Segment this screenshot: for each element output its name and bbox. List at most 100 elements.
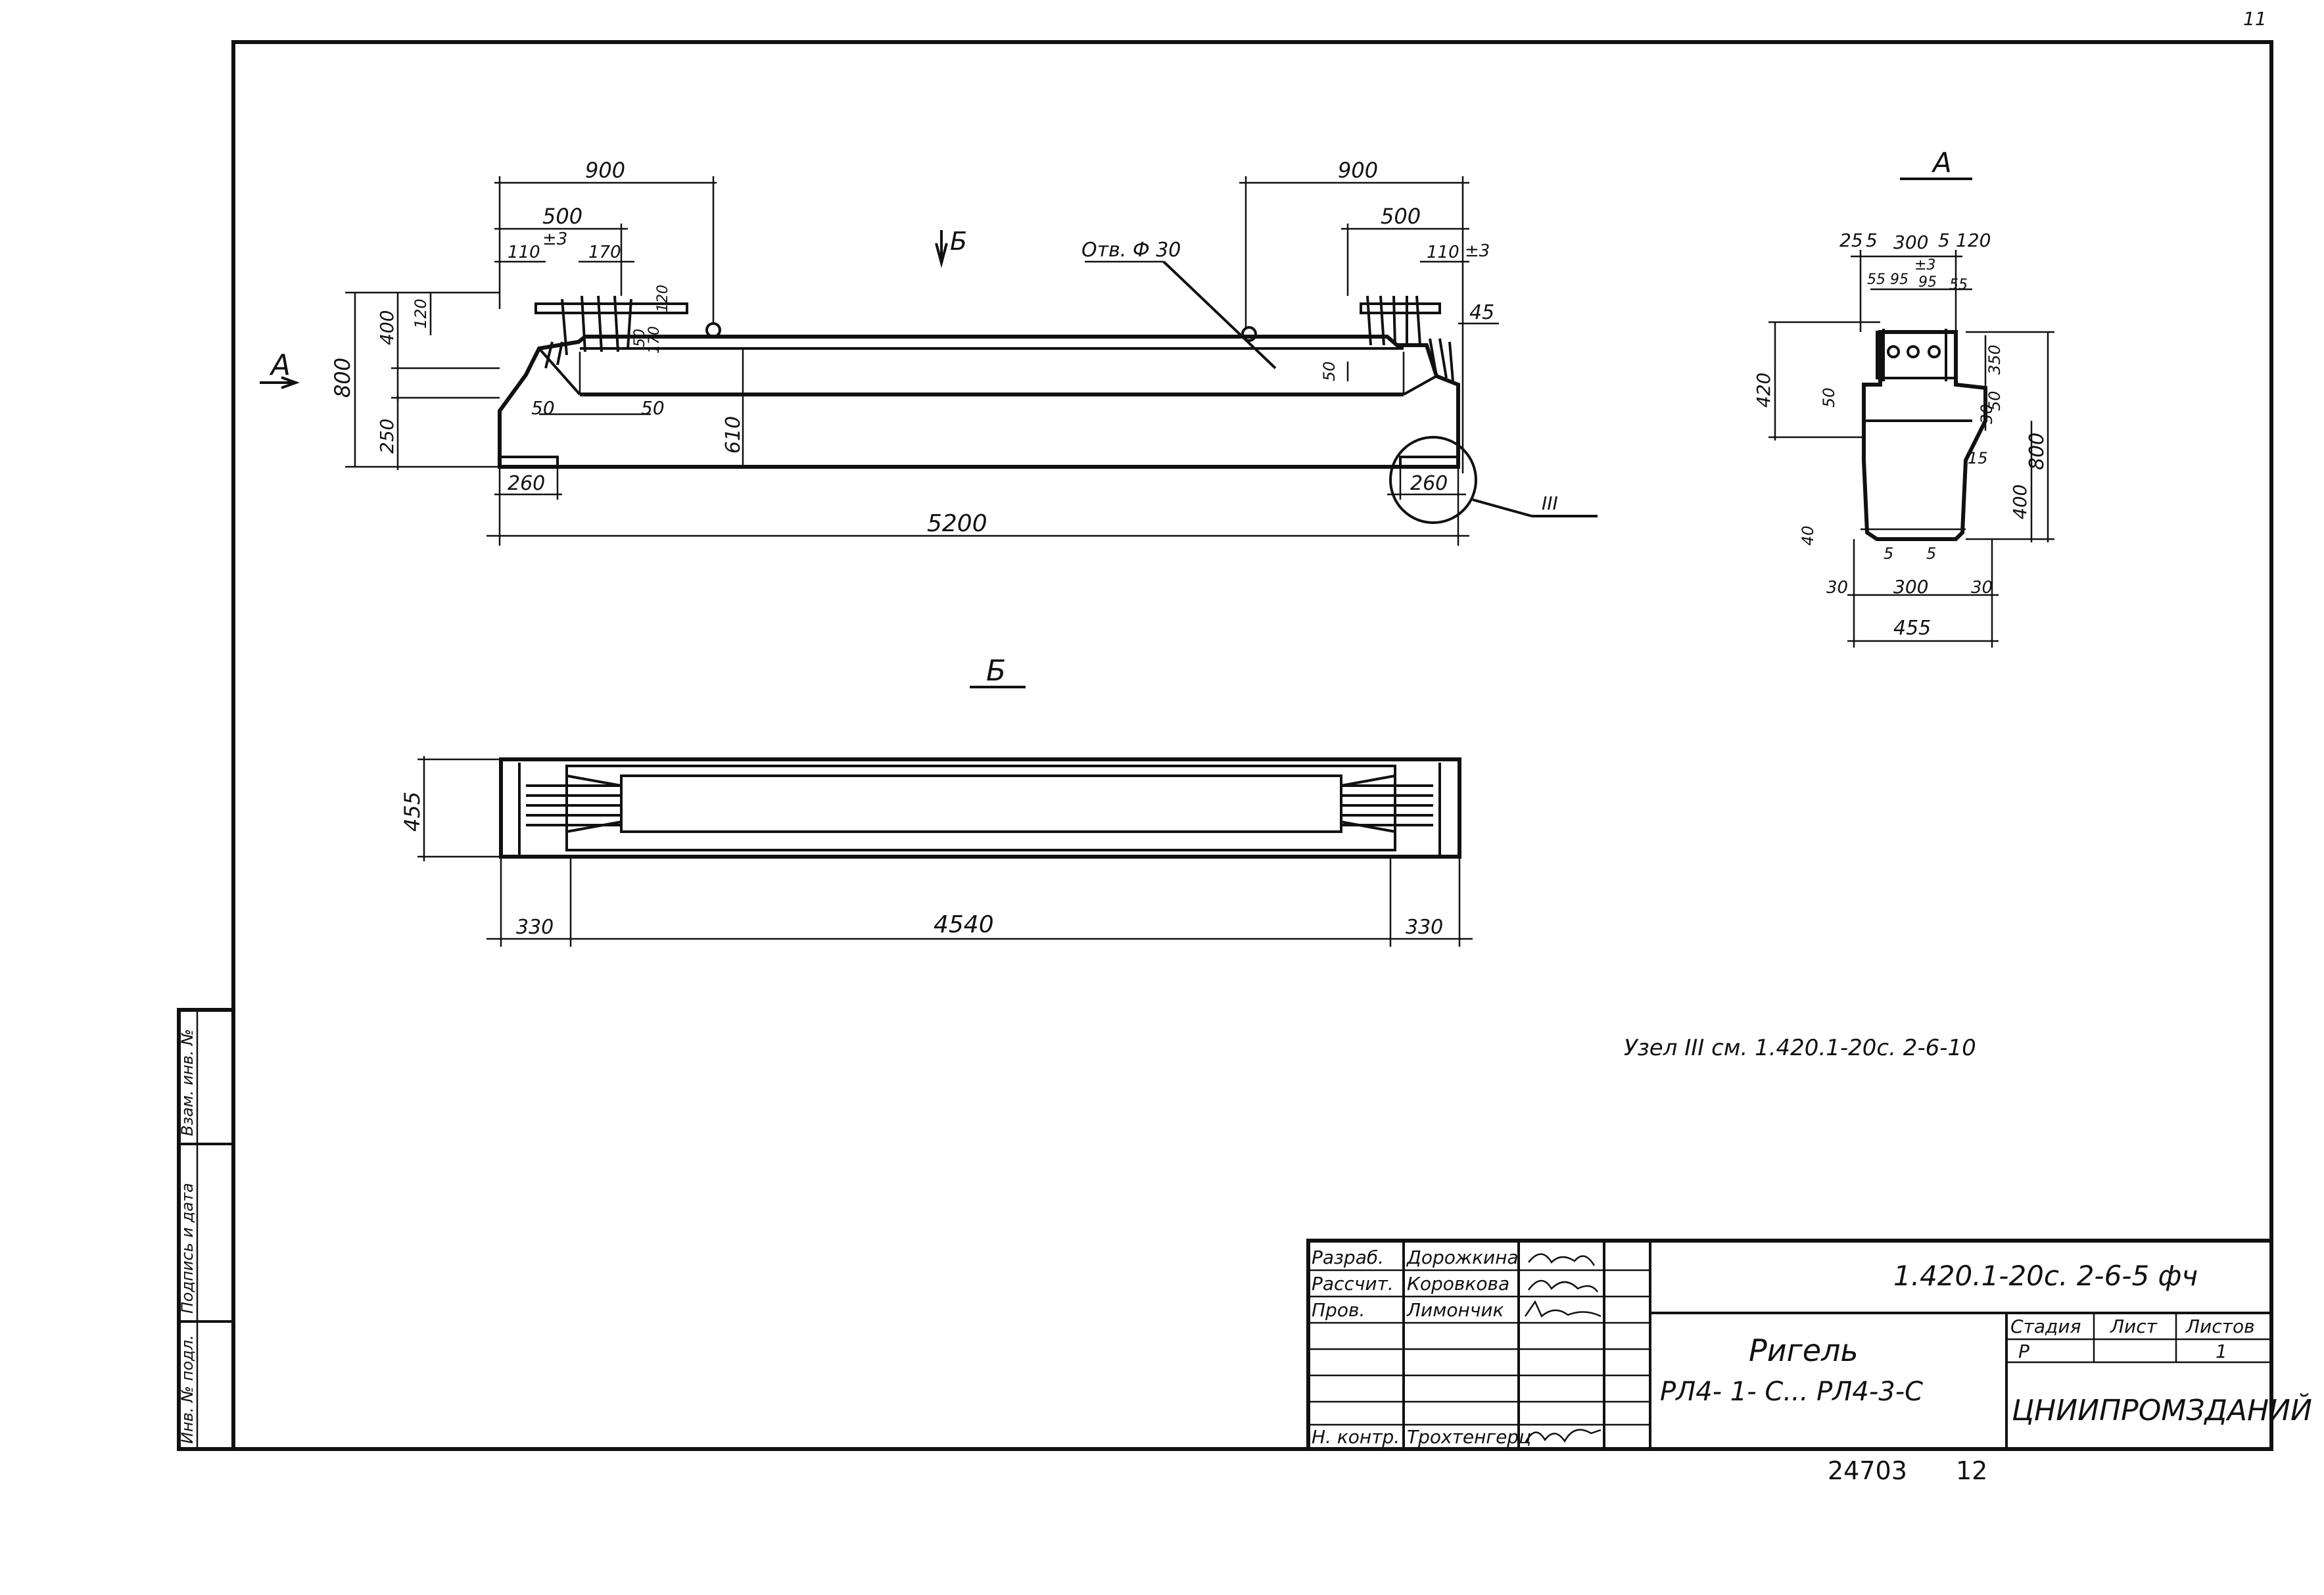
section-a-title: А bbox=[1931, 147, 1952, 179]
tb-name-6: Трохтенгерц bbox=[1407, 1426, 1531, 1448]
dimension-label: 50 bbox=[641, 397, 665, 419]
dimension-label: 95 bbox=[1890, 272, 1909, 288]
side-stamp-sign: Подпись и дата bbox=[178, 1183, 197, 1314]
dimension-label: 500 bbox=[1381, 204, 1421, 229]
tb-role-6: Н. контр. bbox=[1312, 1426, 1400, 1448]
sheet-number: 11 bbox=[2243, 8, 2267, 30]
dimension-label: 30 bbox=[1826, 578, 1848, 598]
dimension-label: 110 bbox=[1427, 243, 1459, 262]
tb-item-range: РЛ4- 1- С... РЛ4-3-С bbox=[1660, 1377, 1923, 1407]
dimension-label: 25 bbox=[1839, 229, 1863, 251]
beam-outline bbox=[498, 335, 1460, 469]
tb-role-2: Пров. bbox=[1312, 1299, 1365, 1321]
dimension-label: 420 bbox=[1753, 373, 1774, 408]
footer-archive-no: 24703 bbox=[1828, 1456, 1907, 1485]
drawing-frame bbox=[231, 40, 2273, 1451]
title-block: Разраб. Дорожкина Рассчит. Коровкова Про… bbox=[1306, 1239, 2312, 1451]
node-note: Узел III см. 1.420.1-20с. 2-6-10 bbox=[1624, 1035, 1976, 1061]
signature-1 bbox=[1528, 1253, 1596, 1266]
dimension-label: 250 bbox=[376, 419, 398, 454]
side-stamp: Взам. инв. № Подпись и дата Инв. № подл. bbox=[177, 1008, 235, 1451]
dimension-label: ±3 bbox=[542, 229, 567, 249]
node-iii-label: III bbox=[1542, 492, 1558, 514]
dimension-label: 50 bbox=[1320, 361, 1339, 381]
dimension-label: 5200 bbox=[927, 510, 987, 537]
tb-stage-header: Стадия bbox=[2010, 1316, 2081, 1337]
tb-name-0: Дорожкина bbox=[1406, 1247, 1519, 1268]
dimension-label: 900 bbox=[1338, 158, 1378, 183]
dimension-label: 15 bbox=[1968, 449, 1988, 467]
dimension-label: 50 bbox=[1985, 391, 2004, 411]
dimension-label: 455 bbox=[1893, 617, 1931, 640]
plan-b-title: Б bbox=[986, 654, 1006, 688]
signature-3 bbox=[1524, 1300, 1601, 1318]
left-anchors bbox=[528, 295, 688, 369]
dimension-label: 5 bbox=[1866, 229, 1878, 251]
tb-org: ЦНИИПРОМЗДАНИЙ bbox=[2012, 1393, 2312, 1427]
dimension-label: 55 bbox=[1867, 272, 1885, 288]
dimension-label: 5 bbox=[1884, 544, 1893, 563]
dimension-label: 95 bbox=[1918, 274, 1937, 291]
dimension-label: 55 bbox=[1949, 277, 1968, 293]
dimension-label: 330 bbox=[1406, 916, 1443, 939]
dimension-label: 170 bbox=[646, 326, 663, 354]
dimension-label: 120 bbox=[655, 285, 671, 312]
dimension-label: 50 bbox=[531, 397, 555, 419]
dimension-label: 50 bbox=[632, 329, 648, 347]
dimension-label: 800 bbox=[330, 358, 355, 398]
hole-left bbox=[705, 322, 721, 338]
dimension-label: ±3 bbox=[1465, 241, 1490, 261]
signature-4 bbox=[1524, 1429, 1601, 1444]
dimension-label: ±3 bbox=[1914, 257, 1935, 274]
dimension-label: 120 bbox=[412, 298, 430, 329]
plan-b-view: Б 455 330 bbox=[400, 654, 1976, 1061]
dimension-label: 5 bbox=[1926, 544, 1936, 563]
dimension-label: 500 bbox=[542, 204, 582, 229]
hole-note: Отв. Ф 30 bbox=[1081, 239, 1181, 262]
footer-page: 12 bbox=[1956, 1456, 1987, 1485]
dimension-label: 30 bbox=[1978, 404, 1996, 424]
section-arrow-a-label: А bbox=[269, 348, 291, 382]
dimension-label: 800 bbox=[2026, 433, 2049, 470]
plan-b-dimensions: 455 330 4540 330 bbox=[400, 756, 1473, 947]
tb-code: 1.420.1-20с. 2-6-5 фч bbox=[1893, 1260, 2198, 1292]
section-a-dimensions: 25 5 300 5 120 55 95 ±3 95 55 420 50 350… bbox=[1753, 229, 2054, 648]
dimension-label: 50 bbox=[1820, 387, 1838, 408]
tb-stage: Р bbox=[2018, 1341, 2029, 1362]
signature-2 bbox=[1527, 1279, 1599, 1293]
dimension-label: 610 bbox=[722, 416, 745, 454]
tb-name-1: Коровкова bbox=[1407, 1273, 1509, 1295]
elevation-view: Отв. Ф 30 Б А III 900 500 110 ±3 bbox=[260, 158, 1598, 546]
dimension-label: 350 bbox=[1985, 345, 2004, 375]
dimension-label: 900 bbox=[585, 158, 625, 183]
dimension-label: 455 bbox=[400, 792, 425, 832]
right-anchors bbox=[1360, 295, 1454, 382]
dimension-label: 400 bbox=[2009, 485, 2031, 519]
tb-item-title: Ригель bbox=[1749, 1333, 1859, 1368]
tb-role-1: Рассчит. bbox=[1312, 1273, 1394, 1295]
dimension-label: 120 bbox=[1956, 229, 1991, 251]
node-iii-marker bbox=[1389, 436, 1477, 524]
dimension-label: 260 bbox=[508, 472, 545, 495]
dimension-label: 170 bbox=[588, 243, 621, 262]
tb-sheets-header: Листов bbox=[2185, 1316, 2255, 1337]
dimension-label: 45 bbox=[1469, 301, 1494, 324]
tb-role-0: Разраб. bbox=[1312, 1247, 1384, 1268]
section-a-profile bbox=[1862, 330, 1987, 541]
dimension-label: 300 bbox=[1893, 231, 1928, 253]
tb-sheets: 1 bbox=[2216, 1341, 2227, 1362]
side-stamp-inv: Инв. № подл. bbox=[178, 1335, 197, 1444]
dimension-label: 400 bbox=[376, 310, 398, 345]
dimension-label: 330 bbox=[516, 916, 554, 939]
plan-b-outline bbox=[499, 757, 1461, 859]
section-a-view: А 25 5 300 5 120 55 95 ±3 95 55 bbox=[1753, 147, 2054, 648]
dimension-label: 5 bbox=[1938, 229, 1950, 251]
dimension-label: 30 bbox=[1971, 578, 1993, 598]
dimension-label: 110 bbox=[508, 243, 540, 262]
dimension-label: 40 bbox=[1799, 525, 1817, 546]
elevation-dimensions: 900 500 110 ±3 170 120 50 170 800 400 bbox=[330, 158, 1499, 546]
view-arrow-b-label: Б bbox=[950, 227, 967, 256]
tb-name-2: Лимончик bbox=[1406, 1299, 1504, 1321]
hole-right bbox=[1241, 326, 1257, 342]
